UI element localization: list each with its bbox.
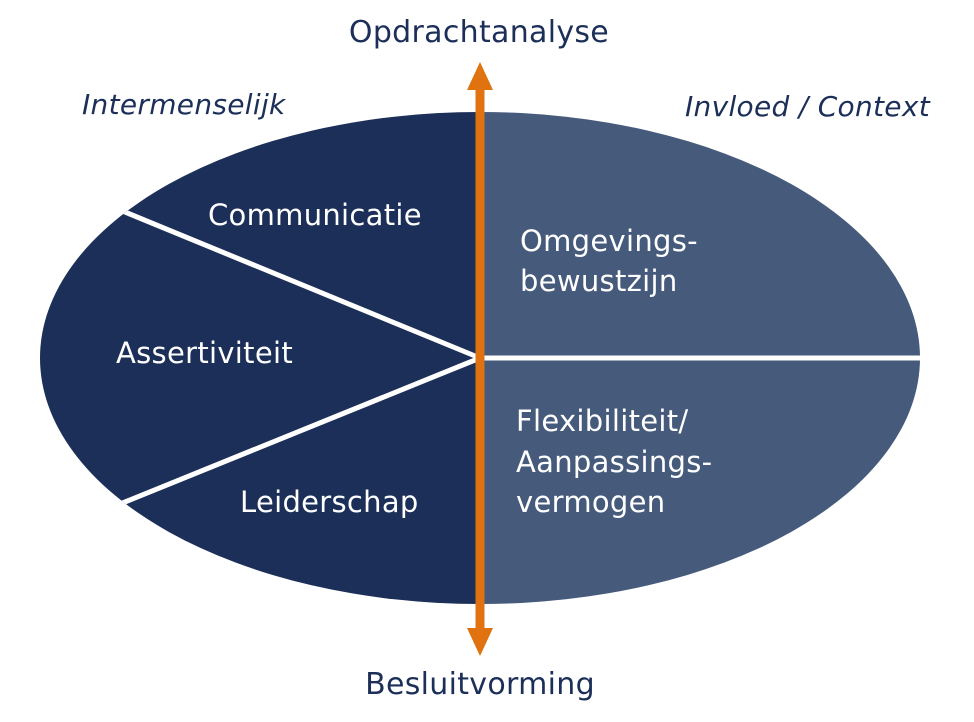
arrowhead-up-icon	[467, 62, 493, 90]
heading-invloed-context: Invloed / Context	[685, 90, 931, 123]
segment-leiderschap: Leiderschap	[240, 485, 419, 519]
segment-omgevings-line1: Omgevings-	[520, 224, 698, 258]
segment-flex-line1: Flexibiliteit/	[516, 404, 688, 438]
segment-omgevings-line2: bewustzijn	[520, 264, 678, 298]
arrowhead-down-icon	[467, 628, 493, 656]
segment-assertiviteit: Assertiviteit	[116, 336, 293, 370]
segment-flex-line2: Aanpassings-	[516, 445, 712, 479]
segment-communicatie: Communicatie	[208, 198, 422, 232]
segment-flex-line3: vermogen	[516, 485, 665, 519]
vertical-arrow-icon	[467, 62, 493, 656]
axis-top-label: Opdrachtanalyse	[349, 15, 609, 50]
divider-communicatie-assertiviteit	[119, 207, 481, 361]
axis-bottom-label: Besluitvorming	[365, 667, 595, 702]
heading-intermenselijk: Intermenselijk	[82, 88, 287, 121]
divider-assertiviteit-leiderschap	[119, 355, 481, 507]
